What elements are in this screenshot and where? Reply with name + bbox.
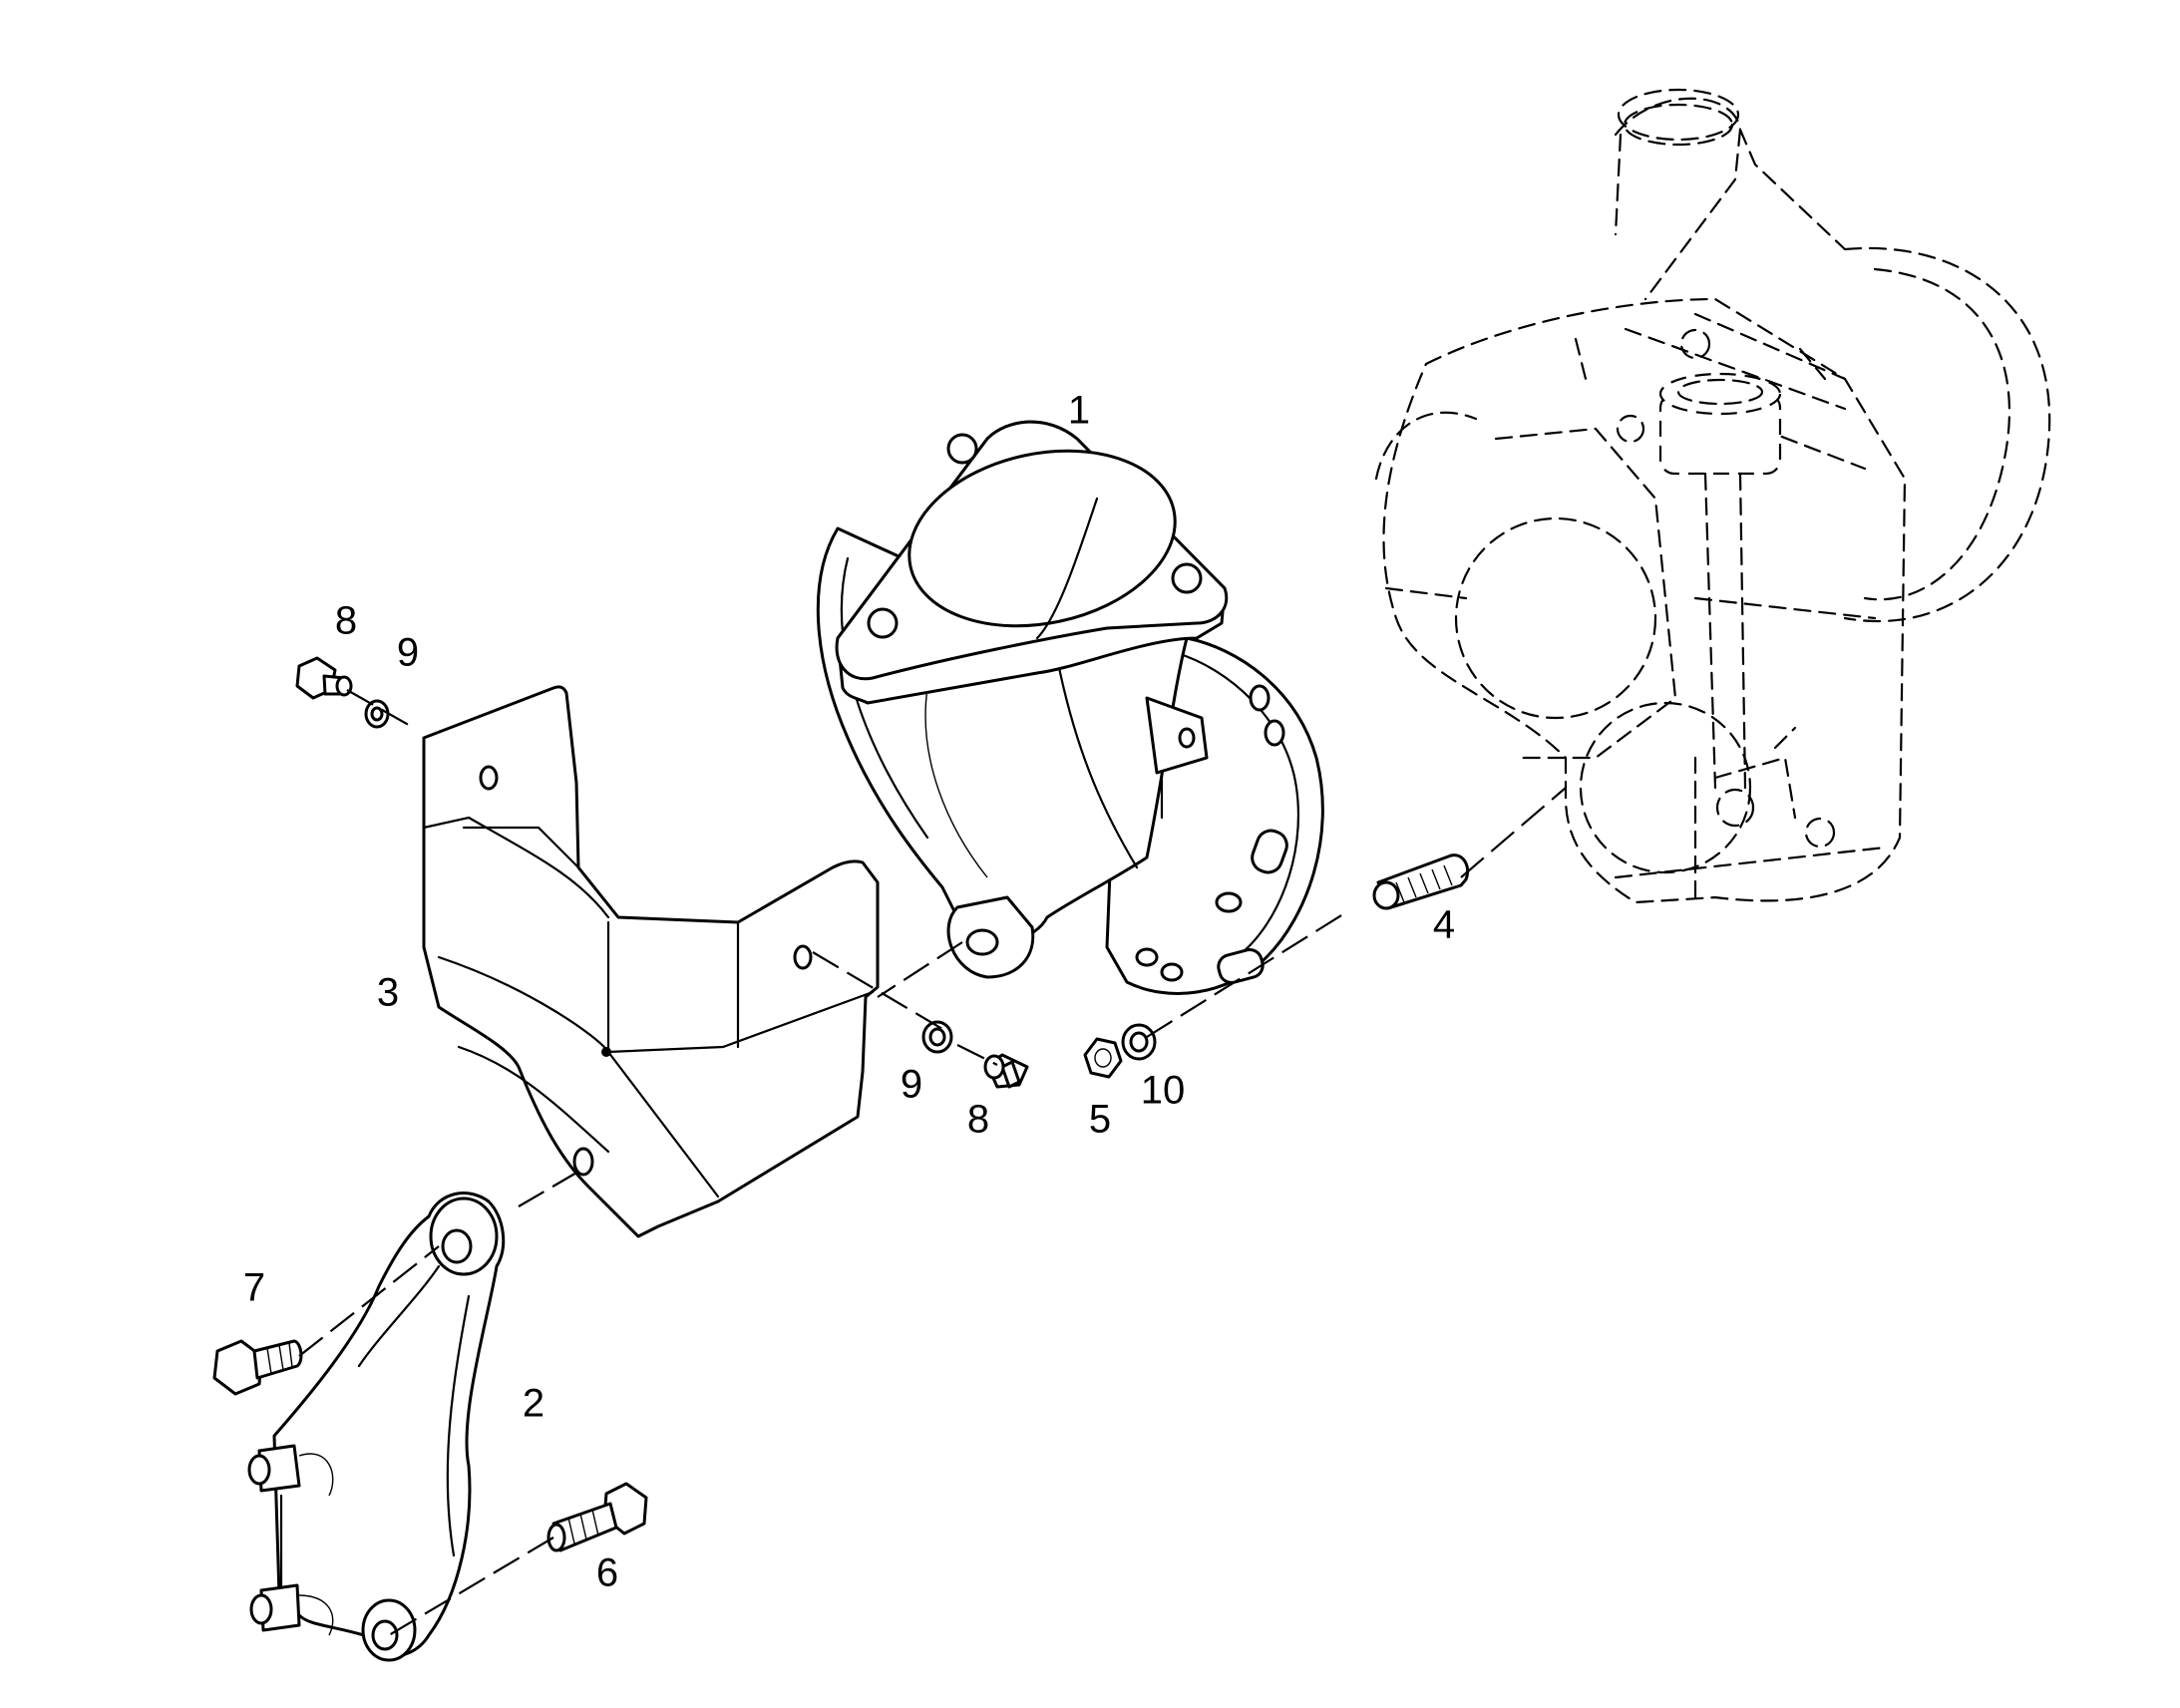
part-5-nut (1083, 1037, 1123, 1079)
callout-4: 4 (1433, 903, 1455, 947)
callout-6: 6 (596, 1551, 618, 1595)
part-8-bolt-mid (983, 1053, 1029, 1089)
part-8-bolt-top (295, 656, 353, 700)
part-10-washer (1121, 1023, 1157, 1061)
assembly-leader-lines (298, 689, 1567, 1636)
callout-9-top: 9 (397, 631, 419, 675)
part-2-support-bracket (247, 1192, 506, 1662)
callout-2: 2 (523, 1382, 545, 1426)
part-9-washer-top (364, 699, 390, 729)
callout-labels: 1 2 3 4 5 6 7 8 9 9 8 10 (243, 389, 1455, 1595)
part-3-heat-shield (422, 685, 880, 1238)
part-1-exhaust-elbow (816, 420, 1324, 995)
turbocharger-assembly-outline (1374, 88, 2051, 904)
part-7-bolt (212, 1339, 303, 1396)
part-9-washer-mid (921, 1020, 953, 1054)
callout-1: 1 (1068, 389, 1090, 433)
callout-8-top: 8 (335, 599, 357, 643)
part-6-bolt (546, 1482, 648, 1552)
callout-8-mid: 8 (967, 1098, 989, 1142)
flange-bolt-holes (1135, 684, 1288, 985)
callout-5: 5 (1089, 1098, 1111, 1142)
part-4-stud (1372, 854, 1470, 910)
callout-10: 10 (1141, 1069, 1186, 1113)
callout-9-mid: 9 (901, 1063, 922, 1107)
callout-7: 7 (243, 1266, 265, 1310)
callout-3: 3 (377, 971, 399, 1015)
